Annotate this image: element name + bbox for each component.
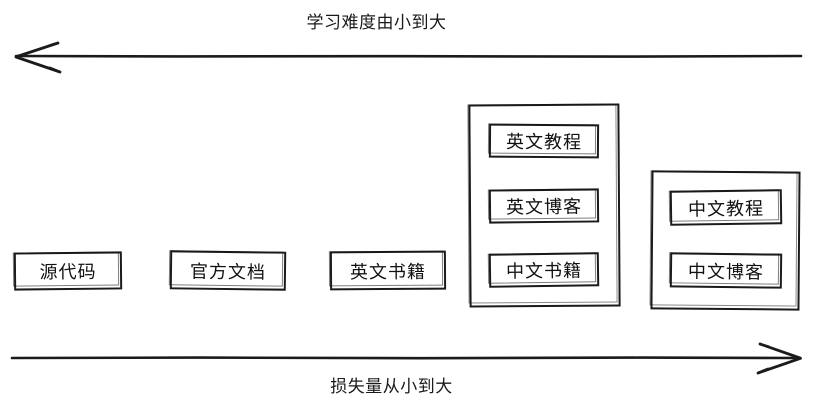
node-label: 英文书籍 xyxy=(349,261,427,283)
node-chinese-tutorial[interactable]: 中文教程 xyxy=(669,189,783,226)
node-official-docs[interactable]: 官方文档 xyxy=(169,250,287,291)
node-english-blog[interactable]: 英文博客 xyxy=(488,188,600,224)
node-chinese-blog[interactable]: 中文博客 xyxy=(669,252,783,289)
top-axis-label: 学习难度由小到大 xyxy=(306,13,447,33)
node-label: 源代码 xyxy=(39,261,97,284)
node-label: 英文教程 xyxy=(505,131,583,154)
right-arrow-icon xyxy=(10,342,802,375)
node-english-tutorial[interactable]: 英文教程 xyxy=(488,123,600,159)
node-label: 中文教程 xyxy=(687,197,765,221)
node-source-code[interactable]: 源代码 xyxy=(13,251,123,291)
node-label: 官方文档 xyxy=(189,261,267,283)
node-label: 英文博客 xyxy=(505,196,583,219)
node-label: 中文博客 xyxy=(687,261,765,283)
left-arrow-icon xyxy=(14,41,803,74)
bottom-axis-label: 损失量从小到大 xyxy=(330,377,453,397)
node-english-books[interactable]: 英文书籍 xyxy=(329,250,447,291)
node-chinese-books[interactable]: 中文书籍 xyxy=(488,252,600,288)
node-label: 中文书籍 xyxy=(505,260,583,283)
